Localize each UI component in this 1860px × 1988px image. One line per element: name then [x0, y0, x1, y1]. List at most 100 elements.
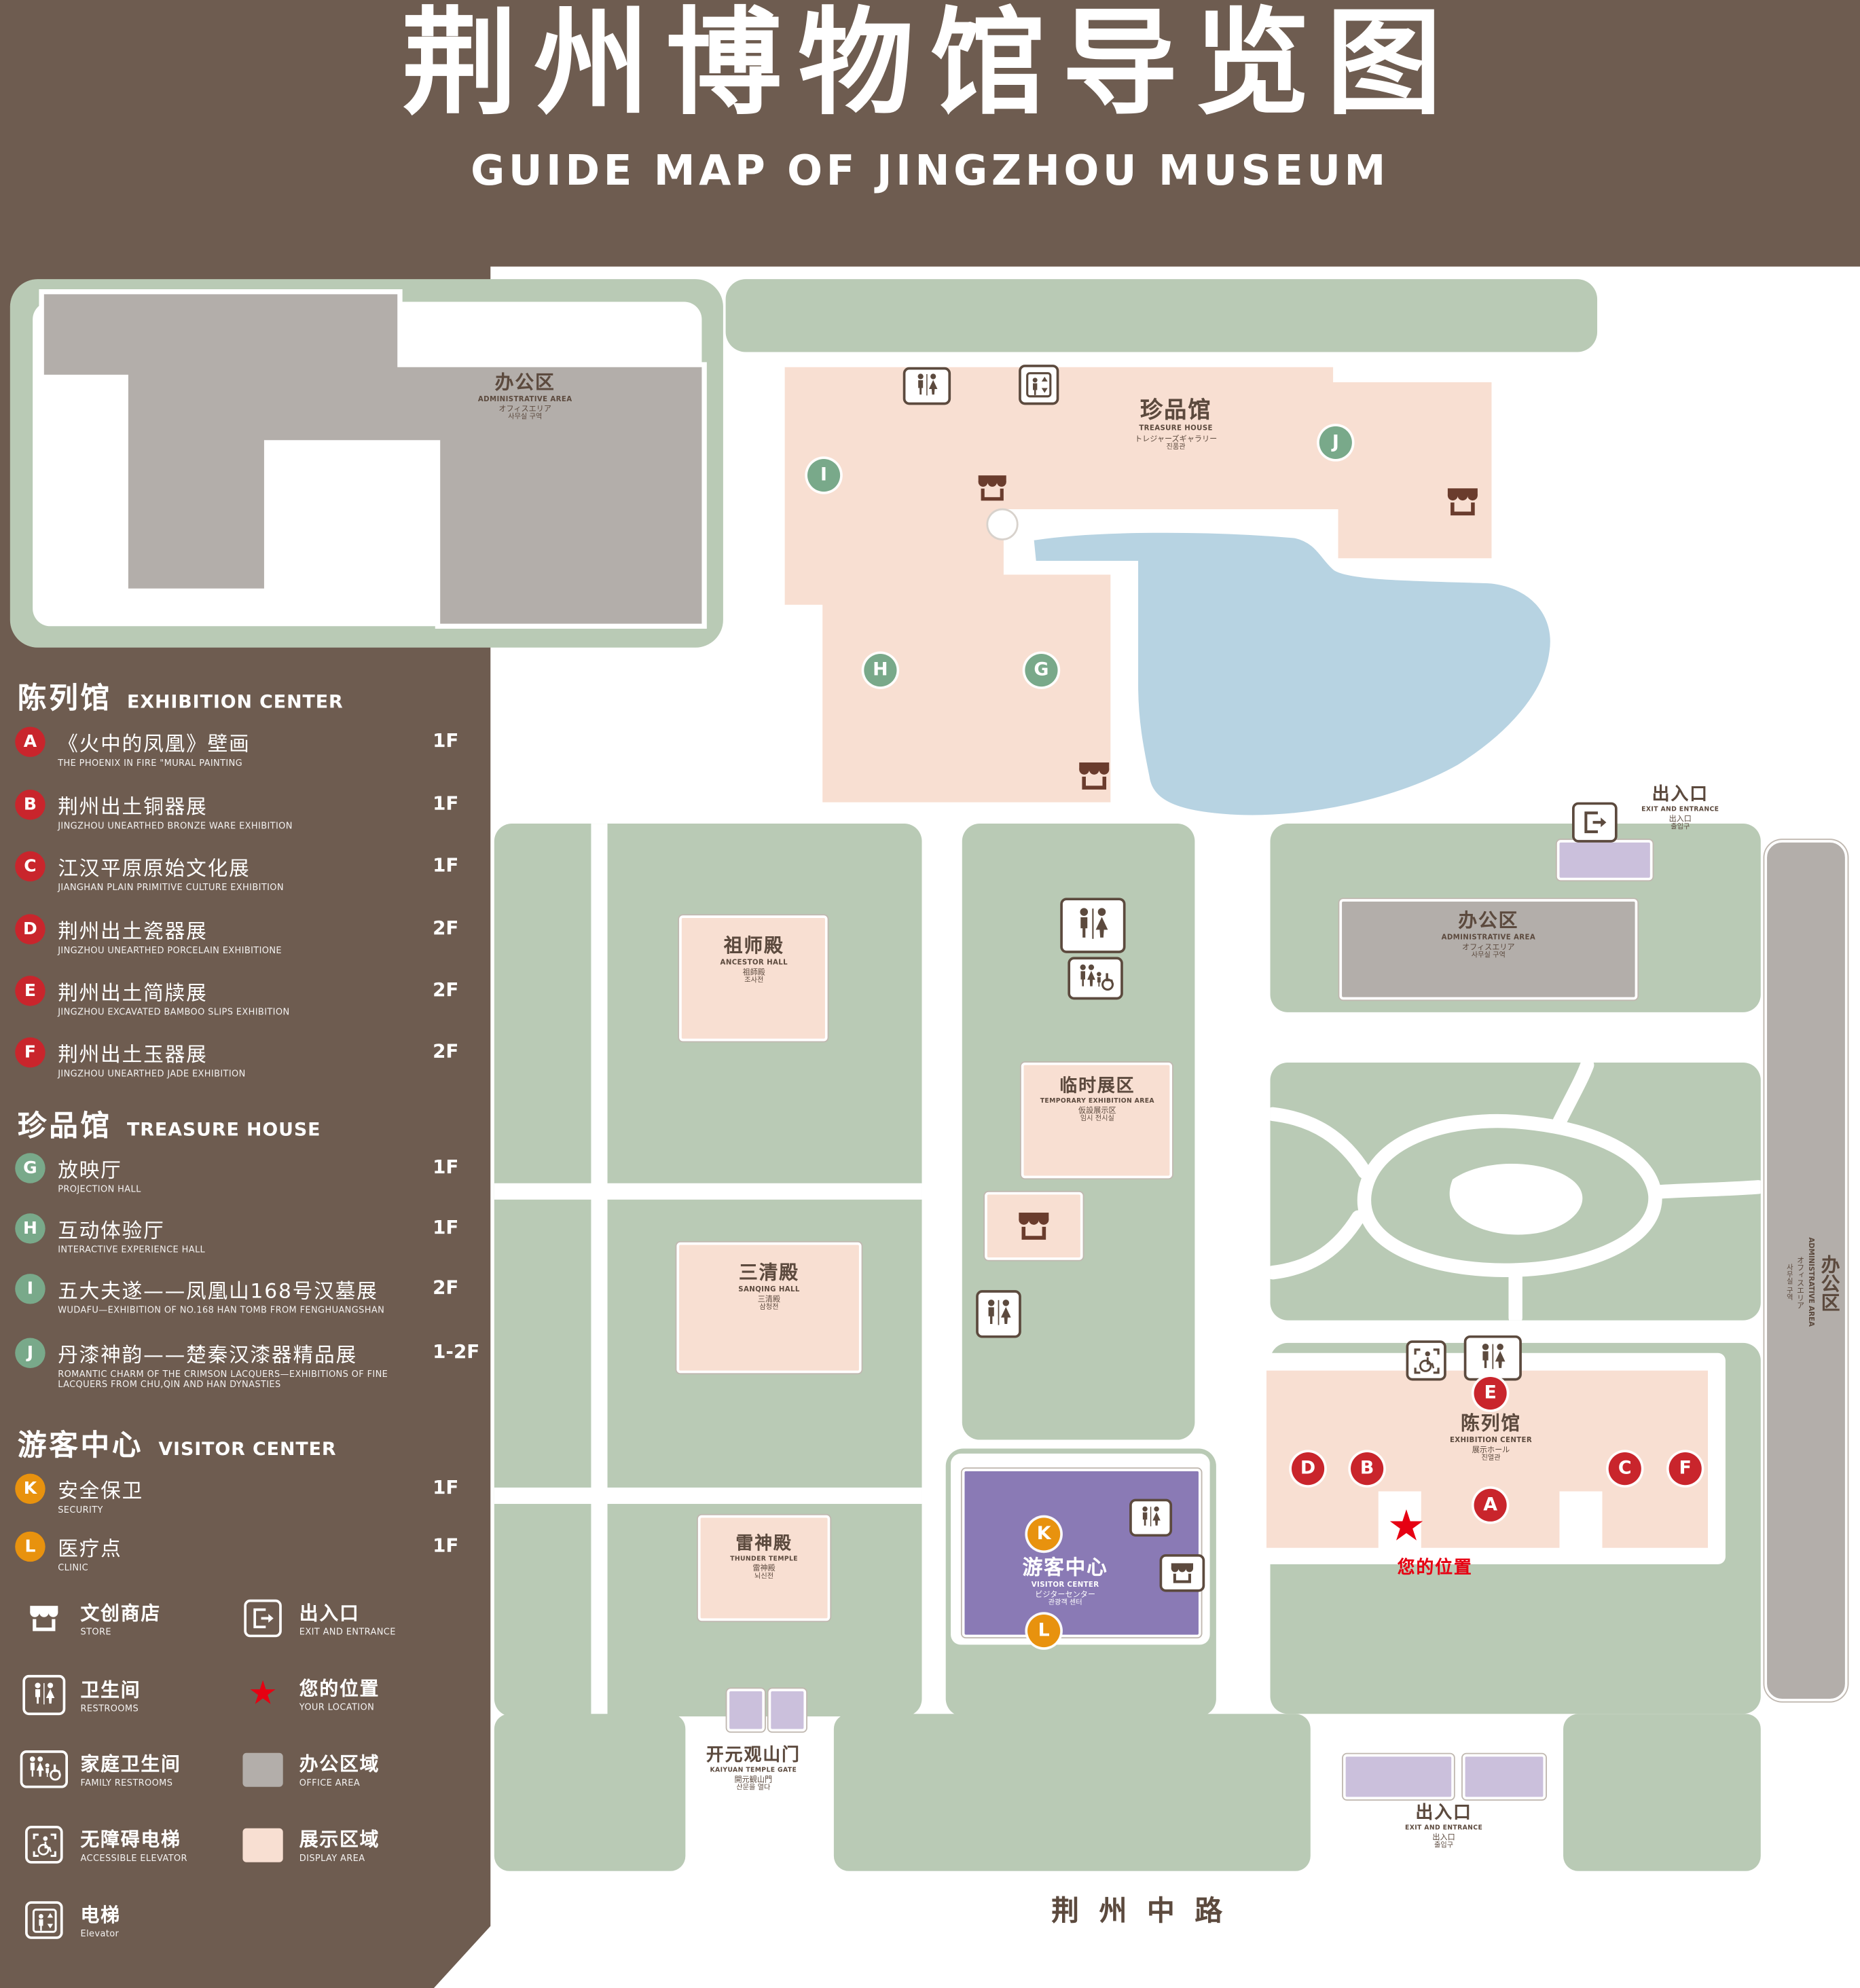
sanqing-hall-label: 三清殿 SANQING HALL 三清殿 삼청전 — [738, 1261, 800, 1312]
exit-icon — [1572, 802, 1618, 843]
floor-badge: 1F — [433, 729, 459, 752]
floor-badge: 2F — [433, 917, 459, 940]
legend-marker-B: B — [15, 790, 45, 820]
temporary-exhibition-label: 临时展区 TEMPORARY EXHIBITION AREA 仮設展示区 임시 … — [1040, 1076, 1154, 1124]
kaiyuan-gate-label: 开元观山门 KAIYUAN TEMPLE GATE 開元観山門 산문을 열다 — [706, 1745, 801, 1792]
gate-building-1 — [727, 1689, 765, 1732]
marker-E: E — [1474, 1376, 1507, 1410]
store-kiosk-building — [985, 1192, 1083, 1260]
exhibition-center-label: 陈列馆 EXHIBITION CENTER 展示ホール 진열관 — [1449, 1412, 1533, 1463]
store-icon — [972, 471, 1013, 506]
floor-badge: 1F — [433, 1155, 459, 1179]
restroom-icon — [976, 1290, 1021, 1338]
marker-A: A — [1474, 1488, 1507, 1522]
legend-marker-L: L — [15, 1531, 45, 1562]
office-nw-building — [39, 289, 707, 629]
treasure-house-label: 珍品馆 TREASURE HOUSE トレジャーズギャラリー 진품관 — [1135, 397, 1218, 452]
marker-D: D — [1292, 1452, 1325, 1486]
elevator-icon — [1019, 365, 1059, 405]
marker-J: J — [1319, 426, 1352, 459]
your-location-label: 您的位置 — [1397, 1558, 1473, 1579]
exit-icon — [236, 1599, 289, 1638]
family-restroom-icon — [18, 1750, 71, 1788]
path-horizontal-1 — [494, 1183, 922, 1200]
legend-marker-H: H — [15, 1213, 45, 1244]
path-vertical-1 — [591, 824, 608, 1716]
floor-badge: 2F — [433, 1276, 459, 1300]
store-icon — [1014, 1207, 1054, 1245]
ancestor-hall-building — [679, 915, 828, 1042]
lawn-top-band — [725, 279, 1598, 352]
restroom-icon — [1060, 898, 1126, 953]
store-icon — [18, 1601, 71, 1636]
treasure-house-round-notch — [986, 508, 1019, 540]
path-horizontal-2 — [494, 1487, 922, 1504]
lawn-south-b — [833, 1714, 1311, 1871]
restroom-icon — [902, 367, 951, 405]
office-east-building — [1764, 840, 1848, 1701]
legend-marker-E: E — [15, 976, 45, 1006]
road-name: 荆州中路 — [1051, 1896, 1243, 1928]
office-mid-building — [1339, 899, 1638, 1000]
visitor-center-label: 游客中心 VISITOR CENTER ビジターセンター 관광객 센터 — [1022, 1555, 1108, 1608]
floor-badge: 1F — [433, 1534, 459, 1557]
floor-badge: 2F — [433, 1039, 459, 1063]
visitor-center-building — [962, 1469, 1201, 1638]
gate-building-2 — [768, 1689, 807, 1732]
road: 荆州中路 — [433, 1871, 1860, 1988]
legend-section-treasure-house: 珍品馆 TREASURE HOUSE — [17, 1110, 321, 1143]
exhibition-center-building — [1261, 1365, 1713, 1553]
page-title: 荆州博物馆导览图 — [401, 0, 1459, 131]
ancestor-hall-label: 祖师殿 ANCESTOR HALL 祖師殿 조사전 — [720, 934, 788, 985]
accessible-elevator-icon — [18, 1826, 71, 1864]
marker-L: L — [1027, 1614, 1061, 1648]
store-icon — [1073, 757, 1116, 795]
floor-badge: 1F — [433, 792, 459, 815]
floor-badge: 2F — [433, 978, 459, 1001]
thunder-temple-building — [697, 1515, 831, 1621]
restroom-icon — [1129, 1498, 1173, 1537]
floor-badge: 1-2F — [433, 1340, 480, 1363]
accessible-elevator-icon — [1406, 1340, 1446, 1381]
restroom-icon — [1463, 1335, 1522, 1381]
elevator-icon — [18, 1901, 71, 1939]
office-mid-label: 办公区 ADMINISTRATIVE AREA オフィスエリア 사무실 구역 — [1441, 908, 1536, 960]
legend-marker-K: K — [15, 1473, 45, 1504]
thunder-temple-label: 雷神殿 THUNDER TEMPLE 雷神殿 뇌신전 — [730, 1534, 798, 1581]
store-icon — [1159, 1554, 1205, 1592]
store-icon — [1441, 483, 1484, 521]
marker-G: G — [1025, 654, 1058, 687]
floor-badge: 1F — [433, 1215, 459, 1239]
your-location-star-icon: ★ — [248, 1674, 278, 1713]
exit-south-building-2 — [1462, 1754, 1546, 1800]
exit-north-building — [1556, 840, 1653, 881]
marker-I: I — [807, 458, 841, 492]
your-location-star: ★ — [1387, 1501, 1426, 1552]
marker-F: F — [1668, 1452, 1702, 1486]
marker-K: K — [1027, 1517, 1061, 1551]
exit-south-building-1 — [1343, 1754, 1454, 1800]
sanqing-hall-building — [676, 1242, 862, 1374]
office-nw-label: 办公区 ADMINISTRATIVE AREA オフィスエリア 사무실 구역 — [477, 371, 572, 422]
legend-marker-J: J — [15, 1338, 45, 1368]
marker-B: B — [1351, 1452, 1384, 1486]
garden-island — [1449, 1163, 1583, 1235]
legend-marker-D: D — [15, 914, 45, 944]
